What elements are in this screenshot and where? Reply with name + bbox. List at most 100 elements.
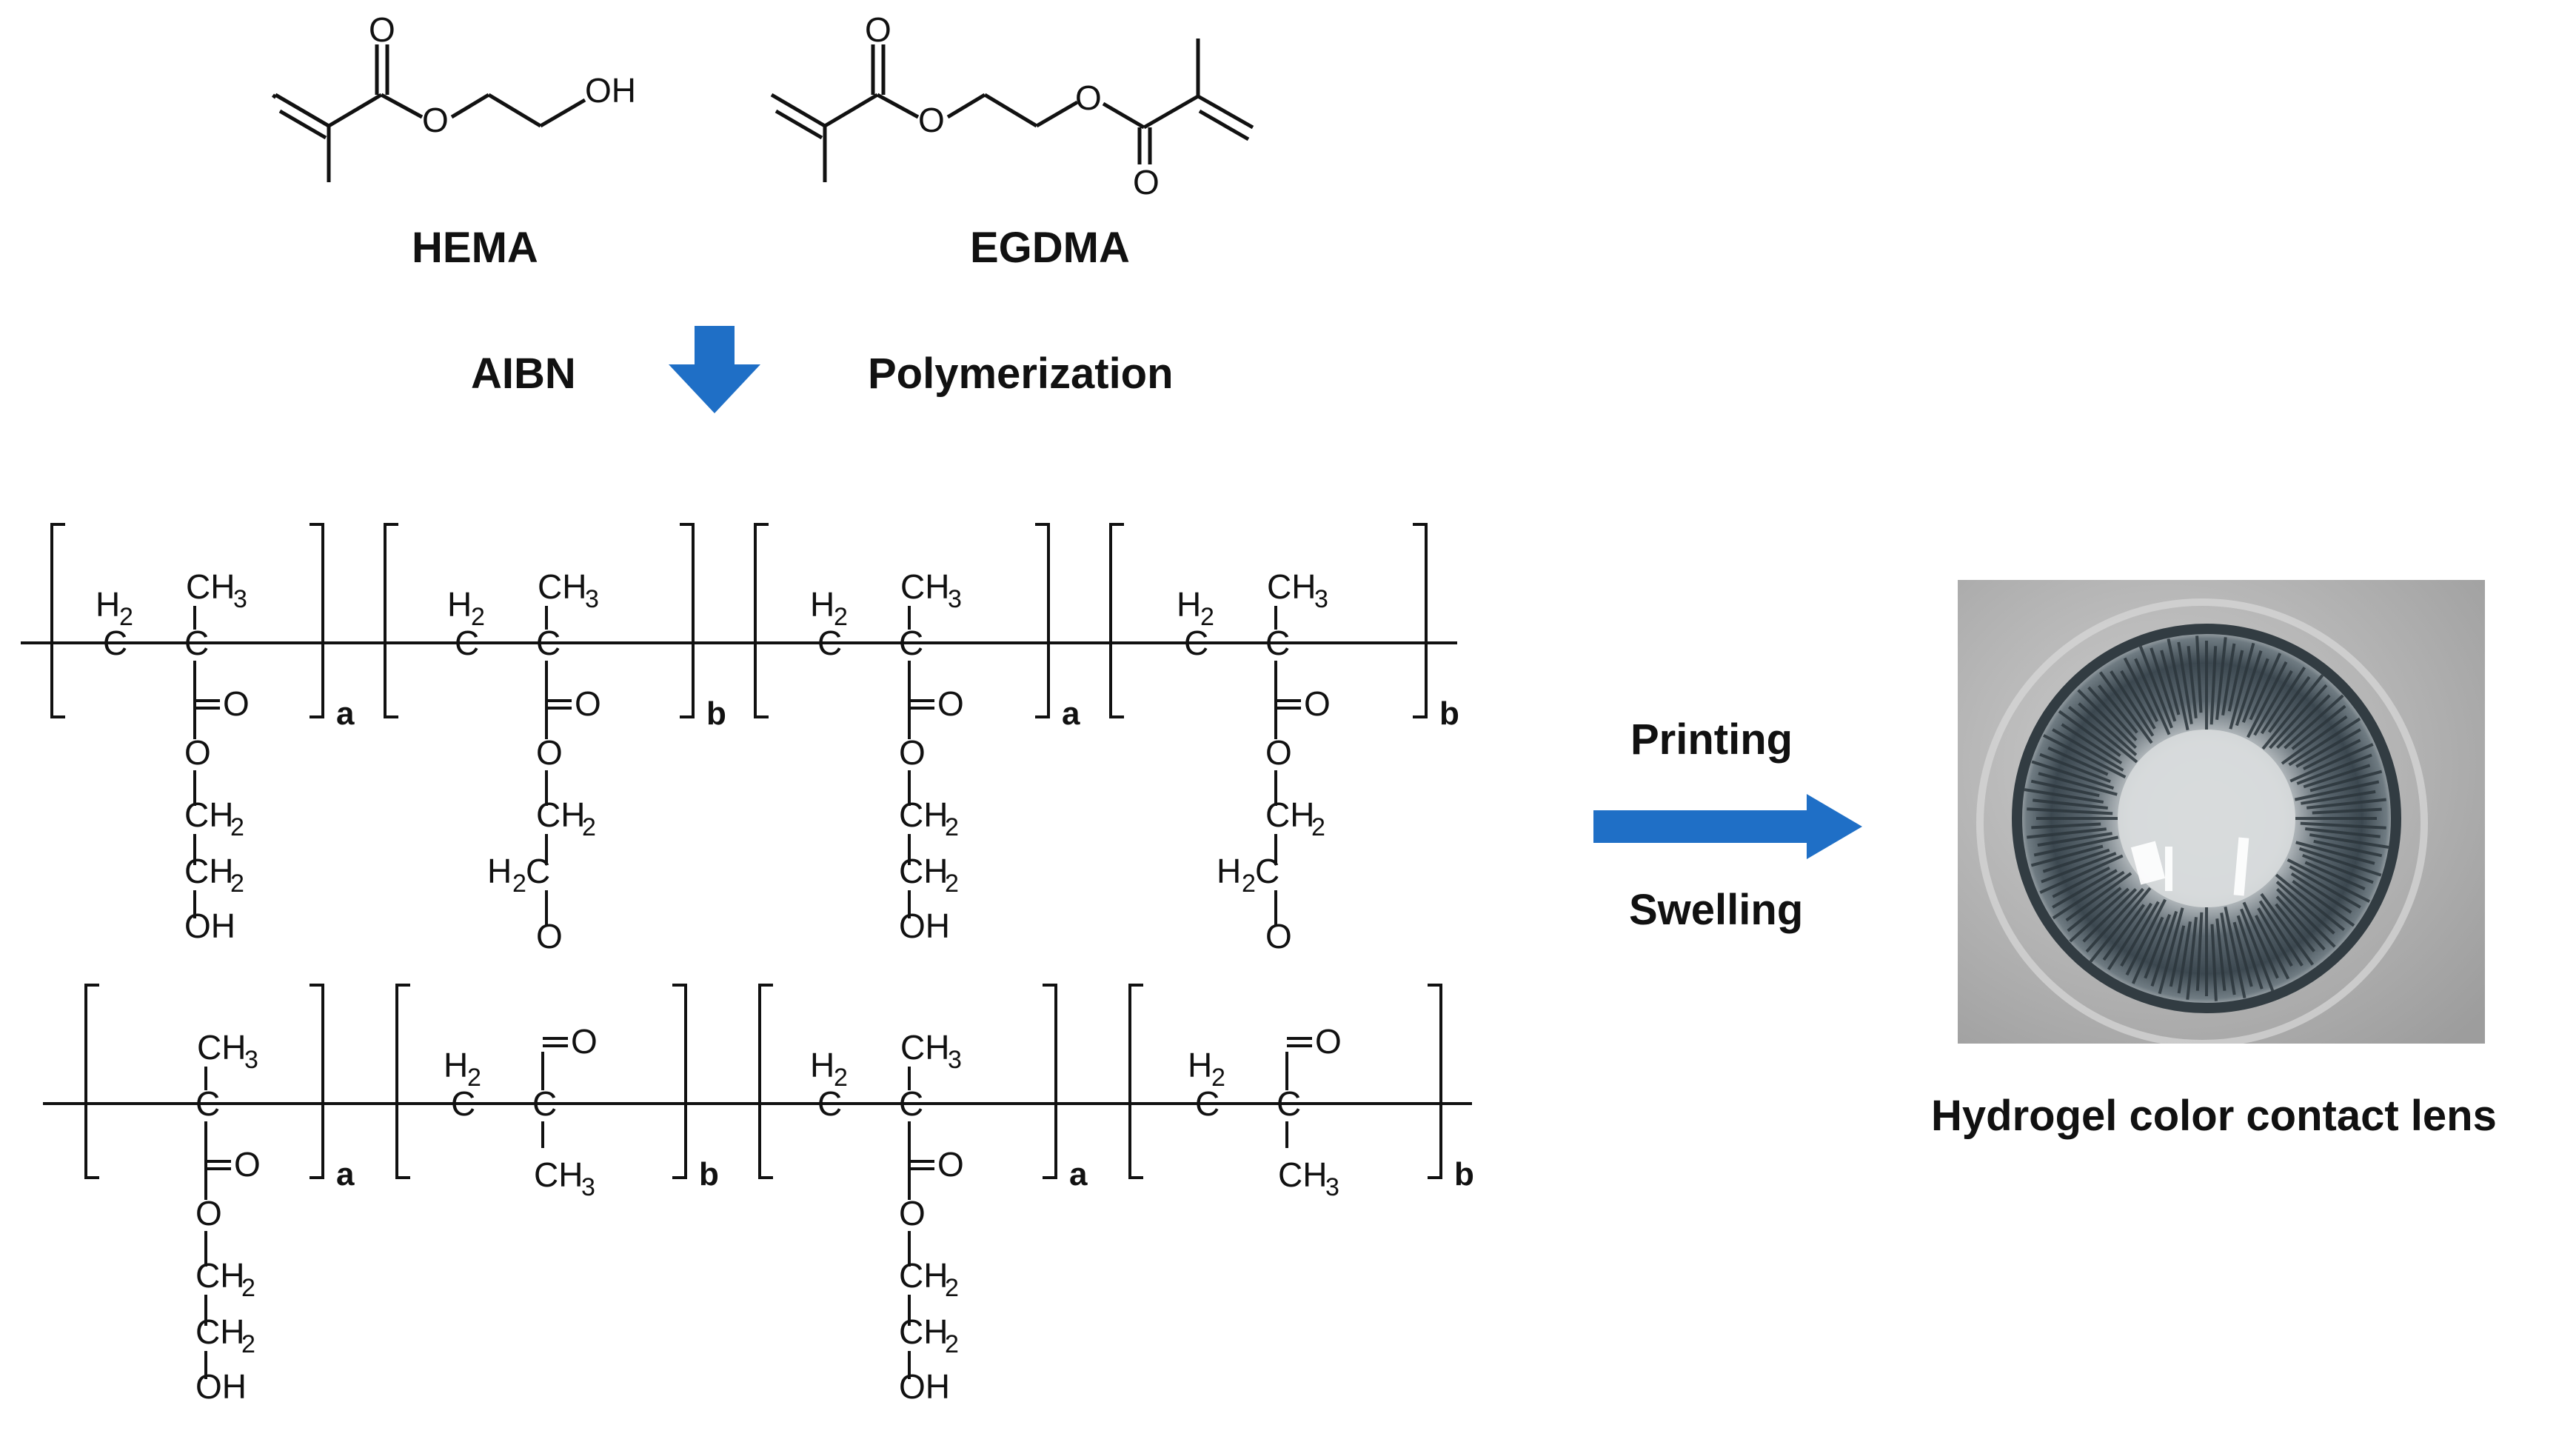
ch2-group: CH [899, 1256, 948, 1295]
iris-ray [2042, 848, 2110, 873]
iris-ray [2031, 760, 2115, 790]
bottom-unit-2-h2-label: H [444, 1046, 468, 1084]
bottom-unit-4-methyl: CH [1278, 1155, 1327, 1194]
top-unit-2-methyl-sub: 3 [585, 585, 599, 613]
iris-ray [2052, 866, 2110, 898]
iris-ray [2098, 684, 2138, 734]
bottom-bracket-4-left [1128, 984, 1143, 1179]
iris-ray [2260, 893, 2315, 966]
bottom-bracket-3-right [1043, 984, 1057, 1179]
bottom-unit-3-ester-oxygen: O [899, 1194, 926, 1232]
bottom-bracket-2-subscript: b [699, 1156, 719, 1192]
top-unit-2-ester-oxygen: O [536, 733, 563, 772]
iris-ray [2120, 901, 2160, 967]
initiator-label: AIBN [471, 350, 576, 398]
top-unit-1-ch2-carbon: C [103, 624, 127, 662]
iris-ray [2215, 637, 2227, 720]
bottom-unit-3-hydroxyl: OH [899, 1367, 950, 1406]
top-unit-2-ch2-carbon: C [455, 624, 479, 662]
iris-ray [2082, 888, 2137, 943]
bottom-bracket-3-left [758, 984, 773, 1179]
hema-hydroxyl: OH [585, 71, 636, 110]
iris-ray [2033, 798, 2108, 810]
top-bracket-1-right [310, 523, 324, 718]
top-unit-4-h2-sub: 2 [1200, 603, 1214, 631]
iris-ray [2078, 702, 2138, 756]
bottom-bracket-1-left [84, 984, 99, 1179]
h2c-subscript: 2 [512, 870, 526, 898]
iris-ray [2052, 870, 2125, 920]
iris-ray [2067, 887, 2122, 932]
iris-ray [2276, 694, 2331, 749]
bottom-unit-4-h2-label: H [1188, 1046, 1212, 1084]
iris-ray [2158, 907, 2184, 995]
iris-ray [2224, 906, 2247, 998]
iris-ray [2030, 844, 2104, 867]
iris-ray [2227, 650, 2244, 712]
iris-ray [2069, 887, 2130, 943]
iris-ray [2303, 738, 2361, 771]
top-unit-3-h2-label: H [810, 585, 834, 624]
bottom-unit-1-quat-carbon: C [195, 1084, 220, 1123]
iris-ray [2289, 743, 2374, 783]
top-bracket-3-right [1035, 523, 1050, 718]
iris-ray [2058, 710, 2121, 757]
ch2-group: CH [1265, 795, 1314, 834]
top-unit-1-h2-sub: 2 [119, 603, 133, 631]
process-label: Polymerization [868, 350, 1174, 398]
iris-ray [2177, 921, 2192, 994]
iris-ray [2236, 915, 2264, 990]
h2c-group: H [1217, 852, 1241, 890]
iris-ray [2169, 925, 2186, 987]
iris-ray [2220, 912, 2236, 995]
iris-ray [2107, 902, 2153, 970]
egdma-carbonyl-oxygen-1: O [865, 10, 891, 49]
iris-ray [2288, 717, 2361, 767]
iris-ray [2268, 675, 2311, 733]
top-bracket-4-right [1413, 523, 1428, 718]
ch2-group: CH [536, 795, 585, 834]
top-bracket-2-right [680, 523, 695, 718]
carbonyl-oxygen: O [937, 684, 964, 723]
iris-ray [2290, 872, 2352, 914]
ch2-group: CH [184, 852, 233, 890]
bottom-unit-1-hydroxyl: OH [195, 1367, 247, 1406]
egdma-ester-oxygen-1: O [918, 101, 945, 139]
bottom-bracket-4-right [1428, 984, 1442, 1179]
ch2-subscript: 2 [230, 813, 244, 841]
iris-ray [2242, 901, 2279, 979]
iris-ray [2098, 671, 2153, 744]
iris-ray [2041, 852, 2117, 884]
ch2-group: CH [899, 1312, 948, 1351]
iris-ray [2260, 667, 2306, 735]
top-unit-1-quat-carbon: C [184, 624, 209, 662]
iris-ray [2047, 746, 2109, 776]
ch2-group: CH [195, 1312, 244, 1351]
iris-ray [2087, 686, 2138, 741]
iris-ray [2221, 643, 2236, 716]
hema-label: HEMA [412, 224, 538, 272]
bottom-unit-3-h2-label: H [810, 1046, 834, 1084]
top-unit-1-ester-oxygen: O [184, 733, 211, 772]
iris-ray [2209, 646, 2218, 725]
iris-ray [2292, 880, 2355, 927]
iris-ray [2235, 650, 2263, 727]
carbonyl-oxygen: O [1304, 684, 1331, 723]
bottom-unit-3-h2-sub: 2 [834, 1064, 848, 1092]
bottom-unit-2-methyl: CH [534, 1155, 583, 1194]
iris-ray [2284, 694, 2344, 750]
hema-structure [272, 44, 586, 182]
iris-ray [2120, 670, 2156, 730]
iris-ray [2077, 689, 2137, 749]
egdma-carbonyl-oxygen-2: O [1133, 163, 1160, 201]
egdma-ester-oxygen-2: O [1075, 79, 1102, 117]
iris-ray [2309, 833, 2389, 849]
iris-ray [2254, 915, 2290, 980]
ch2-group: CH [899, 795, 948, 834]
iris-ray [2253, 670, 2293, 736]
iris-ray [2131, 916, 2164, 984]
top-unit-1-methyl: CH [186, 567, 235, 606]
ch2-group: CH [184, 795, 233, 834]
top-unit-2-h2-sub: 2 [471, 603, 485, 631]
